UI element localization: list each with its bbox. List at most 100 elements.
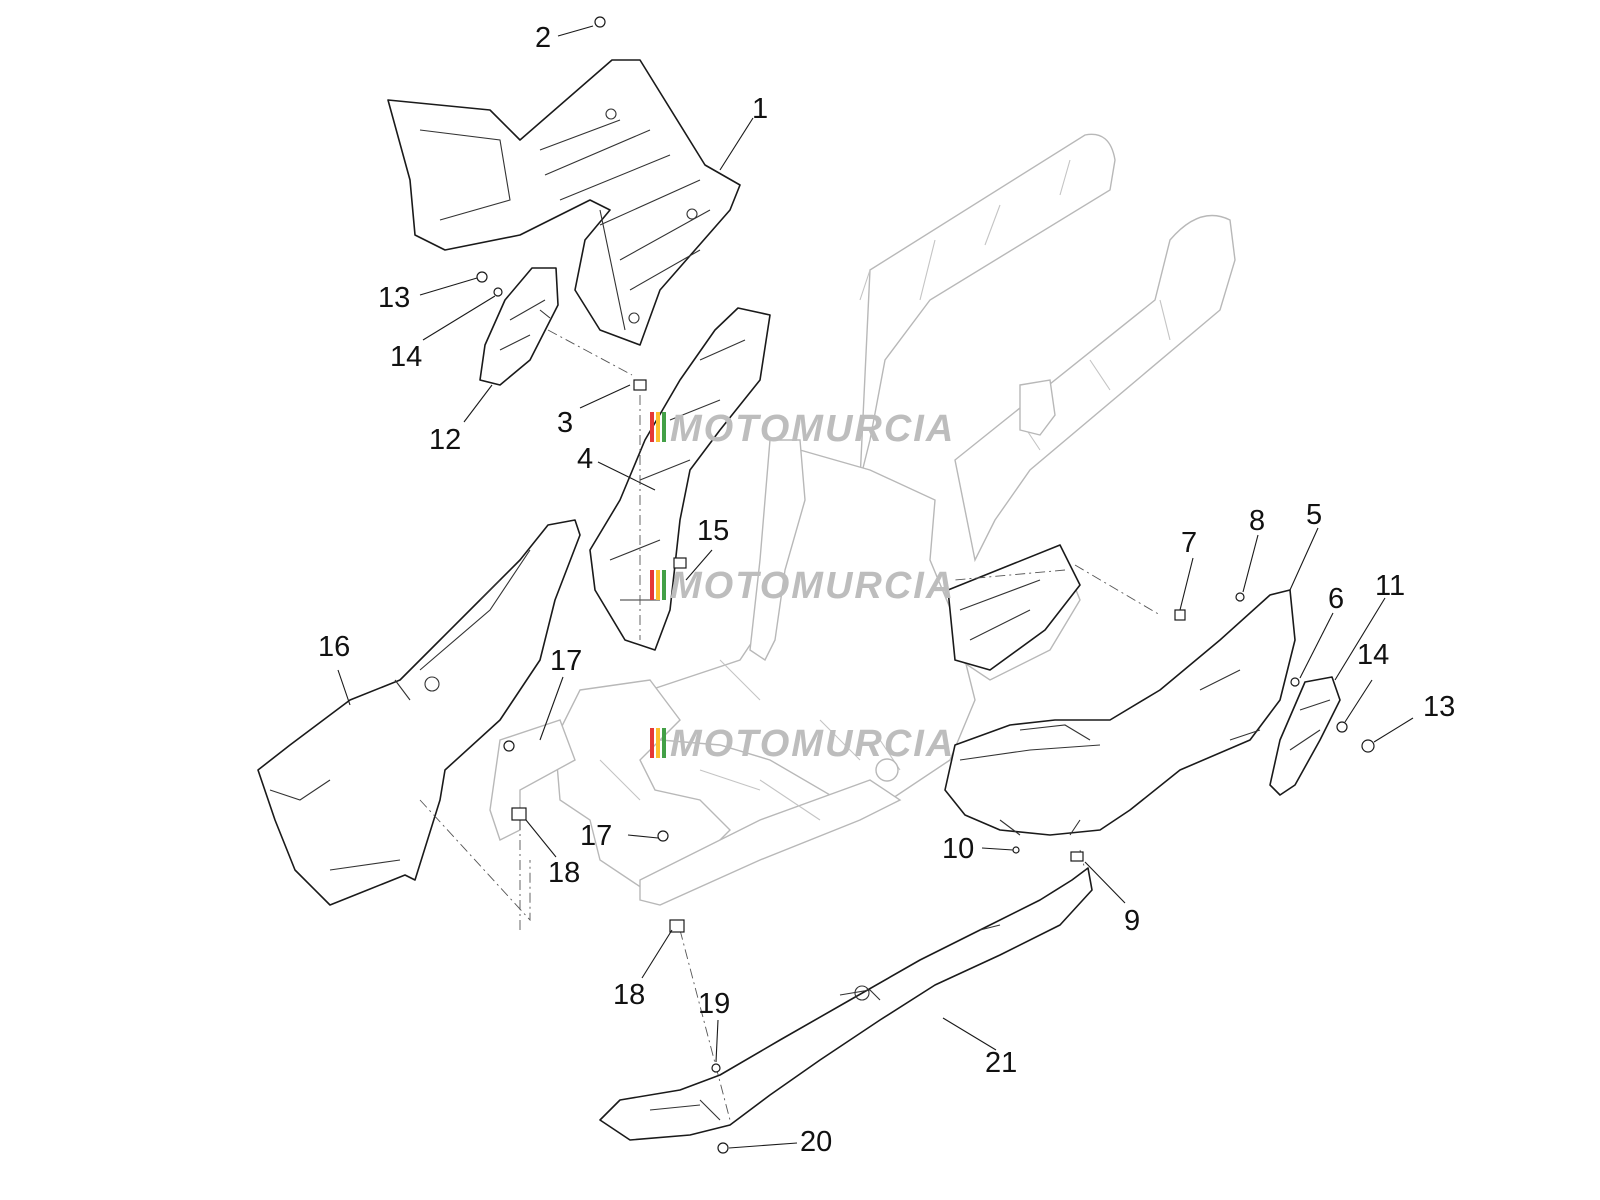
washer-14-left	[493, 287, 503, 297]
frame-upper-tube-right	[954, 214, 1236, 563]
inner-shield-ribs	[609, 339, 746, 601]
leader-18-lower	[641, 929, 673, 979]
watermark-3: MOTOMURCIA	[650, 723, 955, 765]
callout-9: 9	[1124, 905, 1140, 937]
left-trim-detail	[499, 299, 551, 351]
watermark-stripe-red	[650, 412, 654, 442]
leader-19	[715, 1019, 719, 1063]
part-4-inner-shield	[589, 307, 771, 651]
leader-7	[1179, 557, 1194, 611]
watermark-text: MOTOMURCIA	[670, 408, 955, 450]
frame-upper-tube-left	[859, 133, 1116, 481]
watermark-1: MOTOMURCIA	[650, 408, 955, 450]
callout-17-left: 17	[550, 645, 582, 677]
callout-3: 3	[557, 407, 573, 439]
leader-12	[463, 384, 493, 423]
right-side-panel-lines	[959, 669, 1261, 836]
screw-13-right	[1361, 739, 1375, 753]
leader-13-right	[1373, 717, 1414, 743]
leader-16	[337, 669, 351, 706]
callout-5: 5	[1306, 499, 1322, 531]
footboard-ribs	[419, 119, 711, 331]
watermark-stripe-yellow	[656, 570, 660, 600]
footboard-screw-hole-top	[605, 108, 617, 120]
leader-4	[597, 461, 656, 491]
left-side-panel-mount-hole	[424, 676, 440, 692]
clip-18-lower	[669, 919, 685, 933]
callout-18-upper: 18	[548, 857, 580, 889]
callout-11: 11	[1375, 570, 1405, 602]
callout-20: 20	[800, 1126, 832, 1158]
callout-14-left: 14	[390, 341, 422, 373]
callout-2: 2	[535, 22, 551, 54]
leader-11	[1334, 597, 1386, 681]
fasteners	[476, 16, 1375, 1154]
leader-14-left	[422, 295, 496, 341]
watermark-stripe-yellow	[656, 412, 660, 442]
leader-14-right	[1344, 679, 1373, 723]
frame-center-body	[618, 449, 976, 801]
right-inner-frame-cover-detail	[959, 579, 1041, 641]
screw-19	[711, 1063, 721, 1073]
frame-bolt-boss	[875, 758, 899, 782]
clip-15	[673, 557, 687, 569]
screw-8	[1235, 592, 1245, 602]
right-trim-detail	[1289, 699, 1331, 751]
leader-2	[557, 25, 594, 37]
part-1-footboard	[387, 59, 741, 346]
left-side-panel-lines	[269, 549, 531, 871]
callout-18-lower: 18	[613, 979, 645, 1011]
leader-9	[1084, 861, 1126, 904]
leader-6	[1299, 612, 1334, 679]
watermark-stripe-red	[650, 728, 654, 758]
right-side-panel-shell	[944, 589, 1296, 836]
clip-18-upper	[511, 807, 527, 821]
right-inner-frame-cover	[947, 544, 1081, 671]
part-16-left-side-panel	[257, 519, 581, 906]
lower-rail-shell	[599, 867, 1093, 1141]
leader-10	[981, 847, 1014, 851]
lower-rail-mount-hole	[854, 985, 870, 1001]
screw-17-center	[657, 830, 669, 842]
footboard-shell	[387, 59, 741, 346]
screw-13-left	[476, 271, 488, 283]
clip-9	[1070, 851, 1084, 862]
callout-12: 12	[429, 424, 461, 456]
footboard-screw-hole-right	[686, 208, 698, 220]
leader-17-center	[627, 834, 659, 839]
watermark-text: MOTOMURCIA	[670, 723, 955, 765]
callout-16: 16	[318, 631, 350, 663]
watermark-stripe-yellow	[656, 728, 660, 758]
leader-17-left	[539, 676, 564, 741]
frame-side-rail-right	[639, 779, 902, 906]
frame-top-mount	[1019, 379, 1056, 436]
leader-lines	[337, 25, 1414, 1149]
callout-7: 7	[1181, 527, 1197, 559]
frame-tube-joints	[859, 159, 1171, 451]
leader-21	[942, 1017, 997, 1051]
callout-17-center: 17	[580, 820, 612, 852]
leader-18-upper	[525, 819, 557, 858]
leader-5	[1289, 527, 1319, 591]
clip-7	[1174, 609, 1186, 621]
clip-20	[717, 1142, 729, 1154]
leader-3	[579, 384, 631, 409]
inner-shield-shell	[589, 307, 771, 651]
callout-10: 10	[942, 833, 974, 865]
callout-1: 1	[752, 93, 768, 125]
watermark-text: MOTOMURCIA	[670, 565, 955, 607]
leader-15	[685, 549, 713, 581]
screw-6	[1290, 677, 1300, 687]
assembly-lines	[419, 329, 1161, 1121]
watermark-stripe-green	[662, 412, 666, 442]
callout-labels: 1 2 3 4 5 6 7 8 9 10 11 12 13 14 15 16 1…	[318, 22, 1455, 1158]
callout-14-right: 14	[1357, 639, 1389, 671]
callout-19: 19	[698, 988, 730, 1020]
part-11-right-trim	[1269, 676, 1341, 796]
right-trim-shell	[1269, 676, 1341, 796]
frame-weld-lines	[599, 659, 901, 821]
left-side-panel-shell	[257, 519, 581, 906]
dash-dot-guides	[419, 329, 1161, 1121]
